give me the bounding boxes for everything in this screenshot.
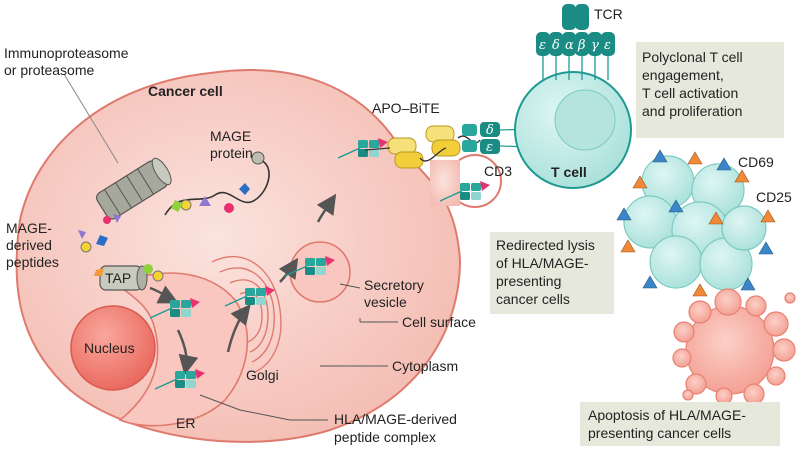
cd-markers bbox=[616, 149, 776, 297]
callout-polyclonal-line4: and proliferation bbox=[642, 103, 742, 119]
secretory-vesicle-label-line1: Secretory bbox=[364, 277, 424, 293]
cd3-complex: δ ε bbox=[462, 122, 561, 155]
mage-protein-label-line2: protein bbox=[210, 145, 253, 161]
complex-label-line2: peptide complex bbox=[334, 429, 436, 445]
t-cell-label: T cell bbox=[551, 164, 587, 180]
tcr-chain-3: β bbox=[577, 38, 586, 53]
secretory-vesicle-label-line2: vesicle bbox=[364, 294, 407, 310]
golgi-label: Golgi bbox=[246, 367, 279, 383]
leader-lines bbox=[199, 283, 398, 421]
tcr-complex: ε δ α β γ ε bbox=[536, 4, 615, 80]
callout-lysis-box bbox=[490, 232, 614, 314]
cancer-cell-label: Cancer cell bbox=[148, 83, 223, 99]
t-cell-nucleus bbox=[554, 89, 616, 151]
callout-polyclonal-line3: T cell activation bbox=[642, 85, 738, 101]
cd3-chain-1: ε bbox=[486, 140, 493, 155]
callout-apoptosis-line2: presenting cancer cells bbox=[588, 425, 731, 441]
callout-polyclonal-box bbox=[636, 42, 784, 138]
proteasome-label-line2: or proteasome bbox=[4, 62, 94, 78]
mage-protein-label-line1: MAGE bbox=[210, 128, 251, 144]
tap-transporter bbox=[94, 264, 164, 291]
tap-label: TAP bbox=[105, 270, 131, 286]
tcr-label: TCR bbox=[594, 6, 623, 22]
apo-bite-label: APO–BiTE bbox=[372, 100, 440, 116]
apo-bite-molecule bbox=[364, 125, 481, 169]
tcr-chain-4: γ bbox=[591, 38, 599, 53]
callout-lysis-line4: cancer cells bbox=[496, 291, 570, 307]
free-peptides bbox=[78, 214, 121, 253]
callout-polyclonal-line1: Polyclonal T cell bbox=[642, 49, 743, 65]
proteasome bbox=[96, 157, 172, 220]
flow-arrows bbox=[149, 193, 337, 376]
er-label: ER bbox=[176, 415, 195, 431]
mage-protein bbox=[164, 151, 270, 216]
cd25-label: CD25 bbox=[756, 189, 792, 205]
mage-peptides-label-line2: derived bbox=[6, 237, 52, 253]
cd3-chain-0: δ bbox=[486, 123, 494, 138]
proteasome-label-line1: Immunoproteasome bbox=[4, 45, 129, 61]
mage-peptides-label-line3: peptides bbox=[6, 254, 59, 270]
complex-label-line1: HLA/MAGE-derived bbox=[334, 411, 457, 427]
cell-surface-label: Cell surface bbox=[402, 314, 476, 330]
apoptotic-cancer-cell bbox=[672, 288, 796, 405]
tcr-chain-2: α bbox=[565, 38, 574, 53]
callout-polyclonal-line2: engagement, bbox=[642, 67, 724, 83]
t-cell-cluster bbox=[623, 155, 767, 291]
endoplasmic-reticulum bbox=[116, 272, 249, 427]
tcr-chain-1: δ bbox=[552, 38, 560, 53]
nucleus-label: Nucleus bbox=[84, 340, 135, 356]
tcr-chain-0: ε bbox=[539, 38, 546, 53]
callout-apoptosis-line1: Apoptosis of HLA/MAGE- bbox=[588, 407, 746, 423]
cd3-label: CD3 bbox=[484, 163, 512, 179]
cancer-cell bbox=[15, 69, 502, 443]
callout-lysis-line3: presenting bbox=[496, 273, 561, 289]
mage-peptides-label-line1: MAGE- bbox=[6, 220, 52, 236]
callout-lysis-line2: of HLA/MAGE- bbox=[496, 255, 589, 271]
cytoplasm-label: Cytoplasm bbox=[392, 358, 458, 374]
nucleus bbox=[70, 305, 156, 391]
tcr-chain-5: ε bbox=[604, 38, 611, 53]
callout-lysis-line1: Redirected lysis bbox=[496, 237, 595, 253]
cd69-label: CD69 bbox=[738, 154, 774, 170]
callout-apoptosis-box bbox=[580, 402, 780, 446]
